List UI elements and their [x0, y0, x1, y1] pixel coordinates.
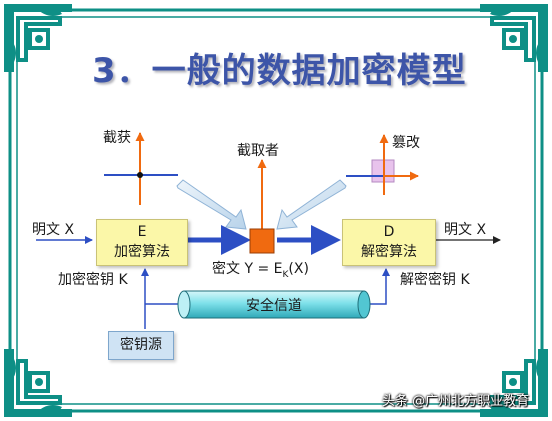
secure-channel-label: 安全信道 [246, 298, 302, 314]
encrypt-algorithm-box: E 加密算法 [96, 219, 188, 266]
interceptor-label: 截取者 [237, 143, 279, 159]
tamper-label: 篡改 [392, 135, 420, 151]
frame-corner-top-left [2, 2, 74, 74]
decrypt-algorithm-box: D 解密算法 [342, 219, 436, 266]
encrypt-key-label: 加密密钥 K [58, 272, 128, 288]
tamper-symbol [346, 134, 419, 195]
page-title: 3．一般的数据加密模型 [92, 51, 467, 91]
plaintext-right-label: 明文 X [444, 222, 487, 238]
decrypt-name: 解密算法 [361, 244, 417, 260]
intercept-label: 截获 [103, 130, 131, 146]
watermark: 头条 @广州北方职业教育 [382, 394, 530, 409]
intercept-symbol [104, 132, 178, 205]
channel-to-decrypt-arrow [365, 268, 390, 305]
key-source-box: 密钥源 [108, 331, 174, 360]
decrypt-letter: D [383, 224, 395, 240]
decrypt-key-label: 解密密钥 K [400, 272, 470, 288]
ciphertext-label: 密文 Y = EK(X) [212, 261, 309, 280]
hollow-arrow-right [276, 179, 347, 230]
frame-corner-bottom-left [2, 347, 74, 419]
frame-corner-top-right [478, 2, 550, 74]
encrypt-letter: E [137, 224, 147, 240]
encrypt-name: 加密算法 [114, 244, 170, 260]
ciphertext-block [249, 228, 275, 254]
plaintext-left-label: 明文 X [32, 222, 75, 238]
secure-channel-pipe [177, 290, 371, 319]
